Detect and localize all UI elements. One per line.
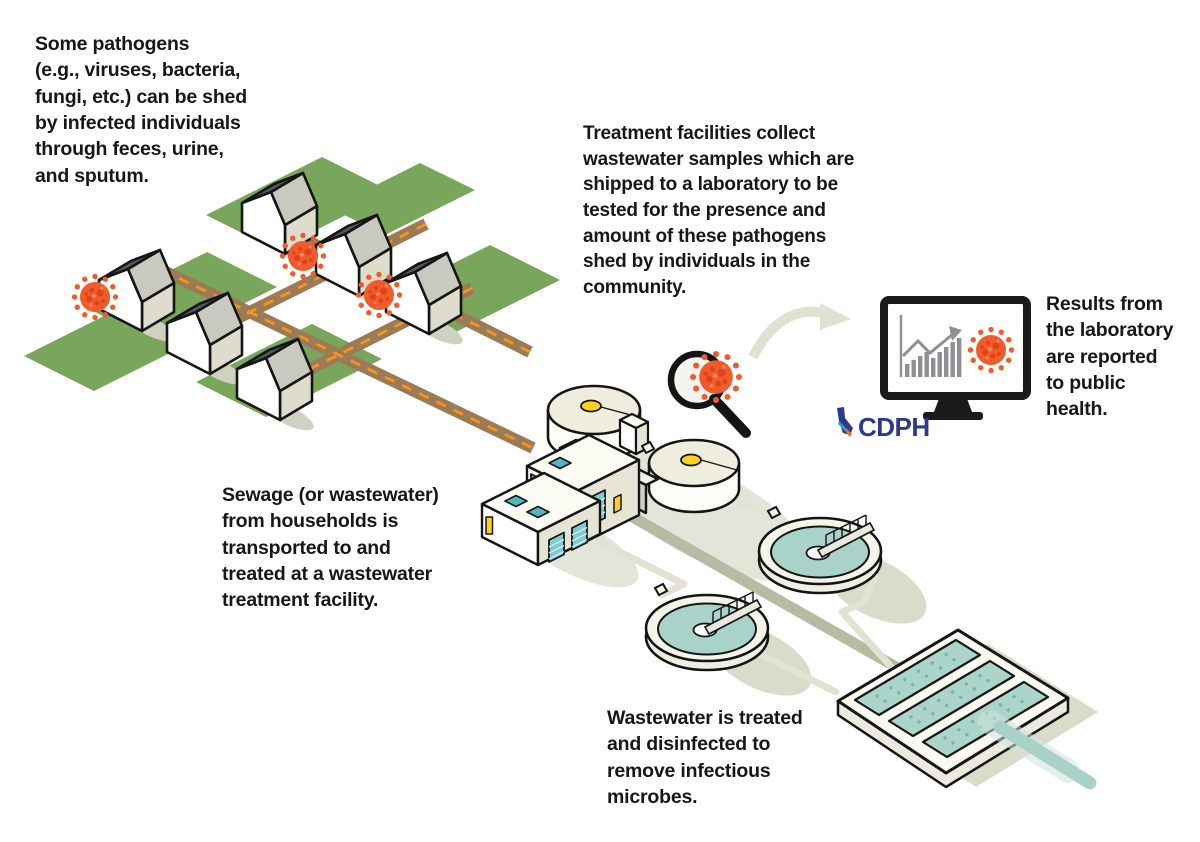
caption-pathogen-shedding: Some pathogens (e.g., viruses, bacteria,… [35,33,247,187]
pipe [748,646,840,696]
effluent-pipe [978,710,1097,790]
california-state-icon [837,407,853,437]
road-dash [301,286,473,375]
treatment-plant-icon [480,433,660,567]
aeration-basin-icon [836,628,1070,789]
road-dash [144,260,534,450]
trend-chart-icon [899,315,962,377]
monitor-icon [880,296,1031,420]
basin-channel [853,638,982,717]
caption-lab-results: Results from the laboratory are reported… [1046,293,1174,421]
pipe [838,573,898,674]
caption-treatment-disinfection: Wastewater is treated and disinfected to… [607,707,803,808]
field [330,163,475,235]
pipe [594,537,688,599]
caption-sewage-transport: Sewage (or wastewater) from households i… [222,484,439,612]
monitor-base [923,412,983,420]
storage-tank-icon [641,438,741,514]
cdph-wordmark: CDPH [858,412,930,442]
field [24,298,210,391]
caption-sample-collection: Treatment facilities collect wastewater … [583,123,855,298]
monitor-chart-bars [905,338,962,377]
basin-channel [887,659,1016,738]
curved-arrow-icon [748,303,851,360]
cdph-logo: CDPH [837,407,930,442]
monitor-stand [934,396,972,412]
